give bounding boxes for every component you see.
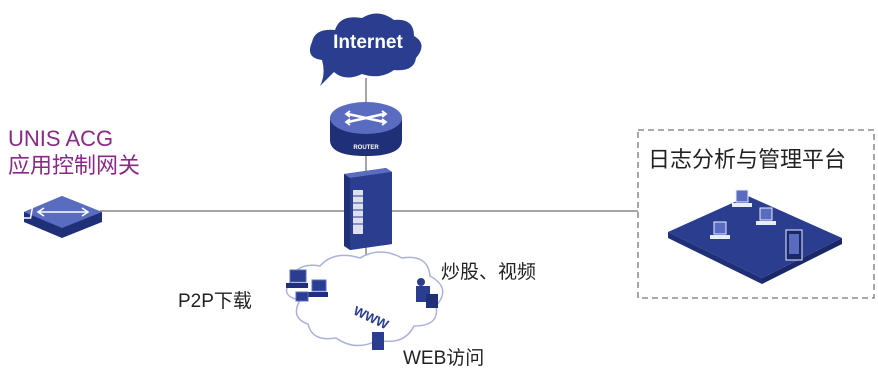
platform-workstations-icon [668,189,842,284]
router-label: ROUTER [353,145,379,151]
platform-box [637,129,875,299]
acg-title: UNIS ACG [8,126,114,151]
internet-label: Internet [333,32,403,53]
stock-video-users-icon [416,278,438,308]
lan-cloud-icon [285,251,444,347]
platform-label: 日志分析与管理平台 [648,147,847,172]
p2p-computers-icon [286,269,328,302]
p2p-label: P2P下载 [178,291,252,312]
stock-video-label: 炒股、视频 [441,262,537,283]
internet-cloud-icon [309,13,422,87]
acg-subtitle: 应用控制网关 [8,153,141,178]
web-access-label: WEB访问 [403,348,485,369]
server-tower-icon [344,168,392,250]
acg-gateway-icon [15,196,102,238]
router-icon: ROUTER [330,102,402,156]
